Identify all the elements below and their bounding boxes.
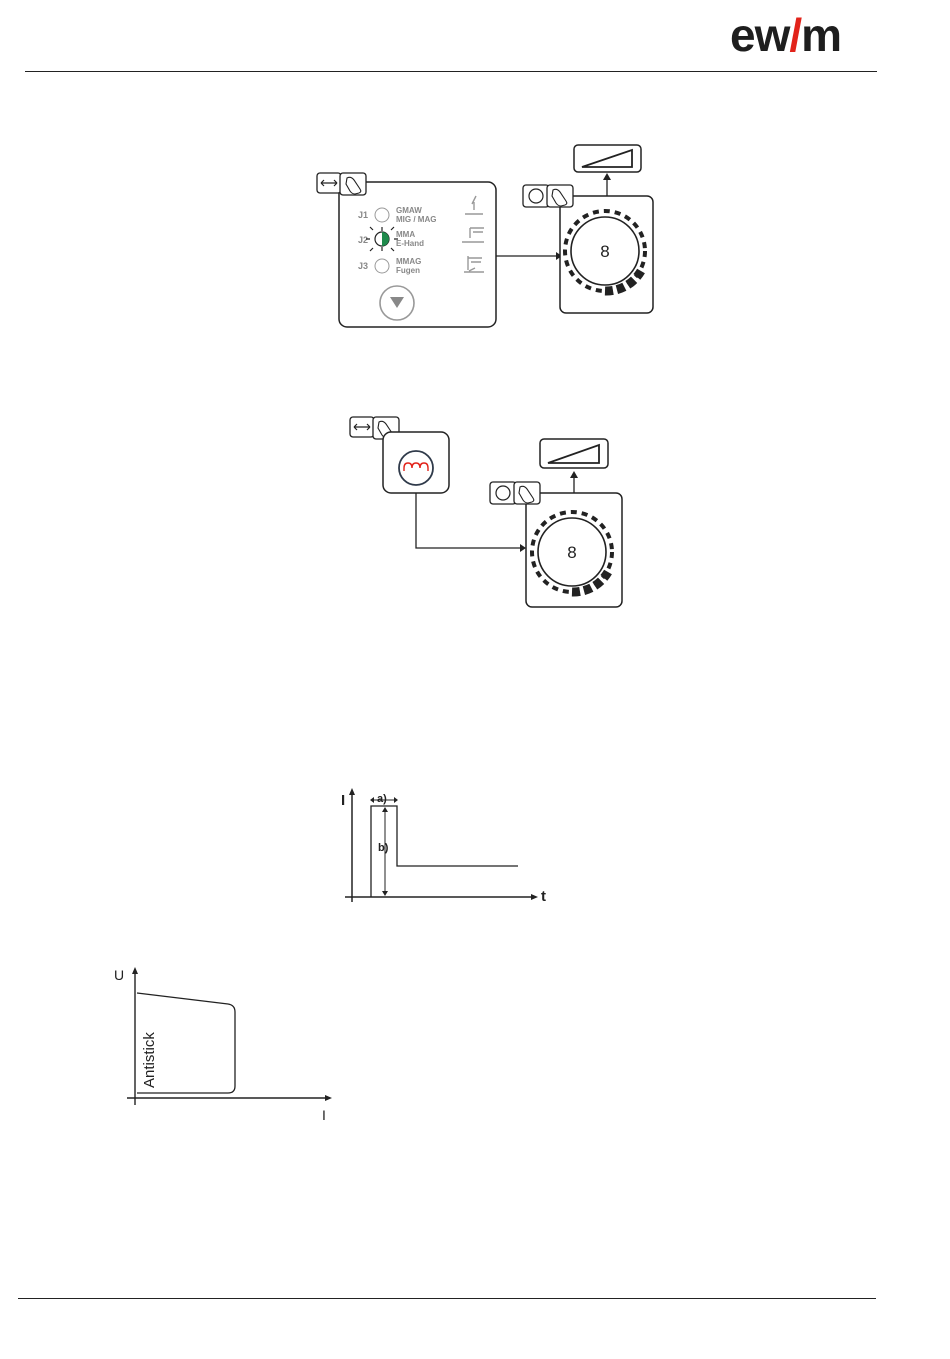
job-label-line2: MIG / MAG: [396, 215, 436, 224]
hotstart-button[interactable]: [383, 432, 449, 493]
ewm-logo: ew/m: [730, 12, 841, 58]
job-led: [375, 208, 389, 222]
job-label-line1: MMAG: [396, 257, 421, 266]
job-label-line2: E-Hand: [396, 239, 424, 248]
job-id: J2: [358, 235, 368, 245]
antistick-label: Antistick: [141, 1032, 158, 1088]
x-axis-label: I: [322, 1107, 326, 1123]
y-axis-label: I: [341, 792, 345, 809]
knob-symbol: 8: [567, 543, 576, 562]
swap-button[interactable]: [317, 173, 341, 193]
header-rule: [25, 71, 877, 72]
swap-button[interactable]: [350, 417, 374, 437]
job-id: J3: [358, 261, 368, 271]
label-b: b): [378, 842, 389, 854]
figure2-hotstart-select: 8: [345, 412, 635, 617]
logo-text-left: ew: [730, 9, 789, 61]
job-label-line2: Fugen: [396, 266, 420, 275]
hand-press-button[interactable]: [514, 482, 540, 504]
label-a: a): [377, 793, 387, 805]
job-led: [375, 259, 389, 273]
ramp-display: [540, 439, 608, 468]
antistick-graph: U I Antistick: [110, 960, 350, 1130]
logo-slash: /: [789, 9, 801, 61]
knob-symbol: 8: [600, 242, 609, 261]
hand-press-button[interactable]: [340, 173, 366, 195]
job-id: J1: [358, 210, 368, 220]
x-axis-label: t: [541, 888, 546, 905]
figure1-job-select: J1 GMAW MIG / MAG J2 MMA E-Hand J3 MMAG …: [310, 140, 660, 335]
knob-turn-button[interactable]: [523, 185, 549, 207]
hotstart-current-graph: I t a) b): [330, 780, 560, 910]
down-arrow-button[interactable]: [380, 286, 414, 320]
knob-turn-button[interactable]: [490, 482, 516, 504]
current-curve: [371, 806, 518, 897]
y-axis-label: U: [114, 967, 124, 983]
footer-rule: [18, 1298, 876, 1299]
job-label-line1: GMAW: [396, 206, 422, 215]
ramp-display: [574, 145, 641, 172]
job-label-line1: MMA: [396, 230, 415, 239]
hand-press-button[interactable]: [547, 185, 573, 207]
logo-text-right: m: [801, 9, 841, 61]
